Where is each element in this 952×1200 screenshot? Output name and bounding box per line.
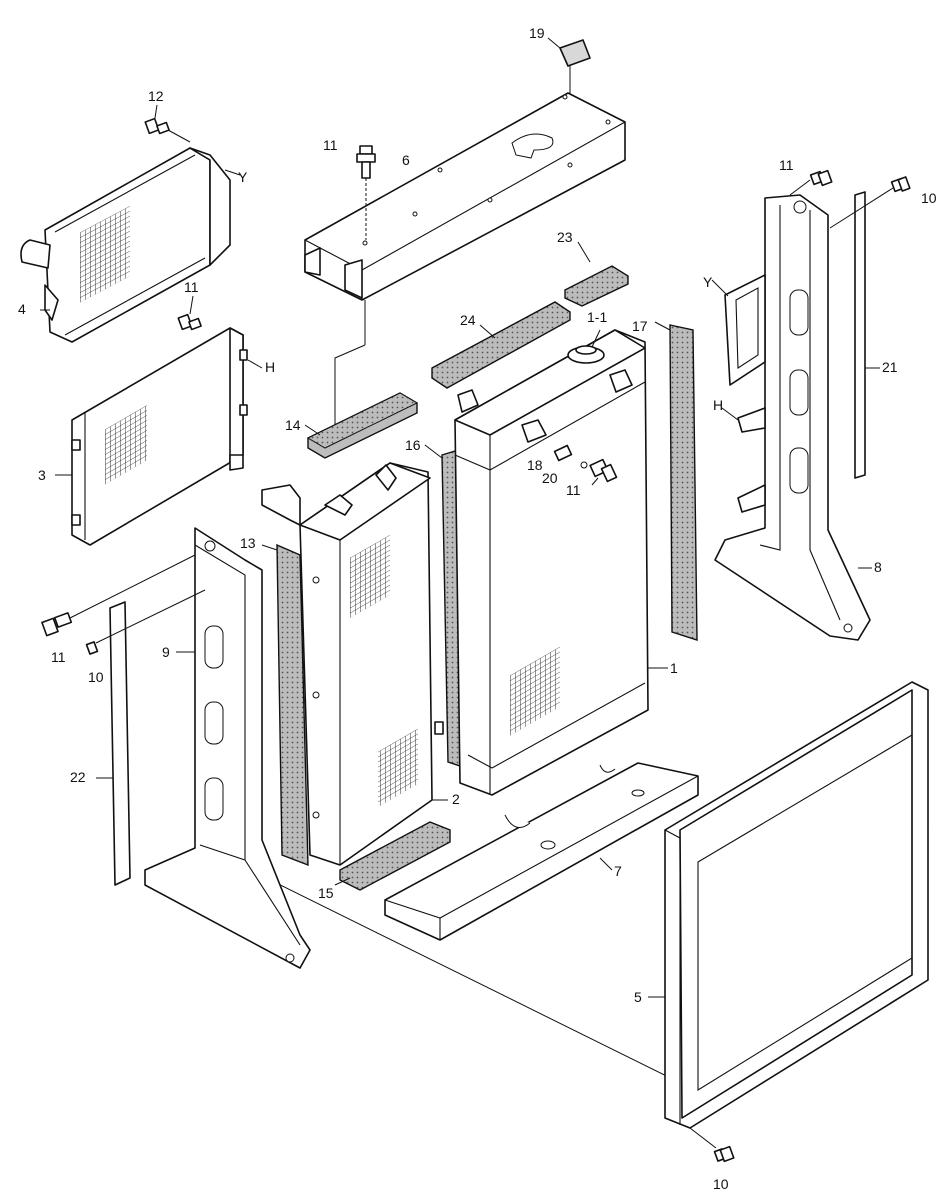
label-h-right: H — [713, 397, 723, 413]
part-4-aftercooler — [20, 147, 231, 343]
label-5: 5 — [634, 989, 642, 1005]
label-22: 22 — [70, 769, 86, 785]
part-13-strip — [261, 543, 309, 867]
label-10-right: 10 — [921, 190, 937, 206]
label-6: 6 — [402, 152, 410, 168]
label-13: 13 — [240, 535, 256, 551]
label-3: 3 — [38, 467, 46, 483]
callout-labels: 19 12 11 6 Y 11 10 11 4 H 23 24 1-1 17 Y… — [18, 25, 937, 1192]
part-2-radiator-left — [261, 462, 448, 866]
label-20: 20 — [542, 470, 558, 486]
label-11-left: 11 — [51, 649, 66, 665]
part-3-oil-cooler — [55, 327, 263, 546]
label-h-left: H — [265, 359, 275, 375]
label-19: 19 — [529, 25, 545, 41]
label-7: 7 — [614, 863, 622, 879]
label-1: 1 — [670, 660, 678, 676]
part-21-strip-right — [854, 191, 880, 479]
label-y-right: Y — [703, 274, 713, 290]
part-6-top-cover — [304, 92, 626, 301]
label-11-top: 11 — [323, 137, 338, 153]
label-11-right: 11 — [779, 157, 794, 173]
label-11-fittings: 11 — [566, 482, 581, 498]
part-17-strip — [654, 321, 698, 641]
part-12-bolt — [144, 104, 191, 143]
part-5-frame — [648, 681, 929, 1129]
label-2: 2 — [452, 791, 460, 807]
part-1-radiator — [434, 329, 668, 796]
label-4: 4 — [18, 301, 26, 317]
part-9-left-stay — [144, 527, 311, 969]
label-16: 16 — [405, 437, 421, 453]
part-8-right-stay — [714, 194, 872, 641]
leader-y-top — [224, 169, 241, 176]
part-15-pad — [334, 821, 451, 891]
label-11-oil-cooler: 11 — [184, 279, 199, 295]
part-11-bolt-top — [334, 145, 376, 430]
part-23-pad — [564, 241, 629, 307]
part-11-10-bolts-left — [41, 554, 206, 655]
part-7-bottom-frame — [384, 762, 699, 941]
label-12: 12 — [148, 88, 164, 104]
assembly-reference-line — [249, 869, 716, 1101]
part-14-pad — [304, 392, 419, 459]
part-18-20-fittings — [553, 444, 618, 486]
label-18: 18 — [527, 457, 543, 473]
label-9: 9 — [162, 644, 170, 660]
label-10-left: 10 — [88, 669, 104, 685]
part-22-bracket-left — [96, 601, 131, 886]
label-17: 17 — [632, 318, 648, 334]
label-21: 21 — [882, 359, 898, 375]
part-1-1-radiator-cap — [567, 329, 605, 364]
part-10-bolt-lower — [689, 1127, 735, 1163]
part-y-gasket-right — [711, 274, 766, 386]
label-10-bottom: 10 — [713, 1176, 729, 1192]
label-24: 24 — [460, 312, 476, 328]
part-11-10-bolts-right — [789, 169, 911, 229]
part-11-bolt-oil-cooler — [177, 295, 202, 331]
part-h-bracket-right — [721, 407, 766, 513]
label-14: 14 — [285, 417, 301, 433]
label-y-top: Y — [238, 169, 248, 185]
label-8: 8 — [874, 559, 882, 575]
part-24-pad — [431, 301, 571, 389]
label-15: 15 — [318, 885, 334, 901]
label-1-1: 1-1 — [587, 309, 607, 325]
label-23: 23 — [557, 229, 573, 245]
